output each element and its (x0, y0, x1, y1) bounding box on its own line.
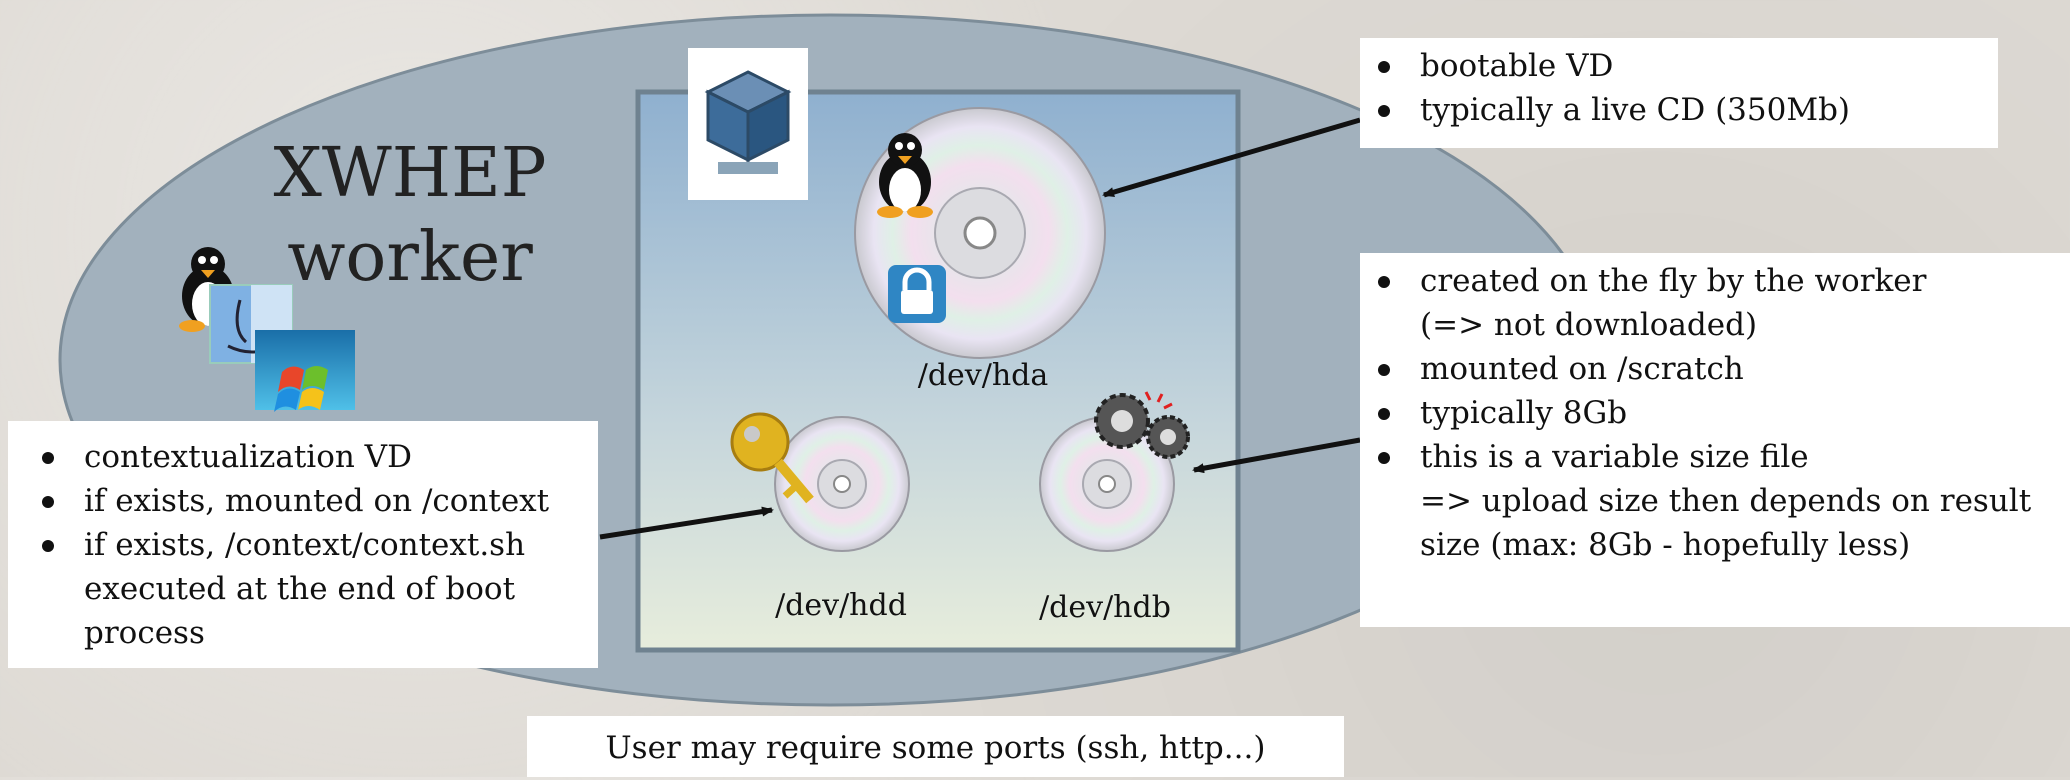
scratch-callout: created on the fly by the worker (=> not… (1360, 253, 2070, 627)
bullet-text: mounted on /scratch (1420, 351, 1744, 387)
list-item: if exists, mounted on /context (36, 479, 570, 523)
bullet-text: typically a live CD (350Mb) (1420, 92, 1851, 128)
bullet-text: this is a variable size file (1420, 439, 1809, 475)
cd-disk-icon (774, 416, 910, 552)
tux-icon (877, 133, 933, 218)
bullet-text: if exists, /context/context.sh (84, 527, 526, 563)
bullet-text: (=> not downloaded) (1420, 307, 1758, 343)
bullet-text: executed at the end of boot (84, 571, 516, 607)
disk-label-hdd: /dev/hdd (775, 588, 907, 623)
list-item: if exists, /context/context.sh executed … (36, 523, 570, 655)
list-item: bootable VD (1372, 44, 1986, 88)
lock-icon (888, 265, 946, 323)
worker-title: XWHEP (273, 134, 547, 213)
bullet-text: created on the fly by the worker (1420, 263, 1927, 299)
bullet-text: => upload size then depends on result (1420, 483, 2032, 519)
list-item: this is a variable size file => upload s… (1372, 435, 2058, 567)
list-item: contextualization VD (36, 435, 570, 479)
bullet-text: contextualization VD (84, 439, 412, 475)
key-icon (730, 412, 814, 504)
list-item: typically a live CD (350Mb) (1372, 88, 1986, 132)
ports-note: User may require some ports (ssh, http..… (527, 716, 1344, 777)
context-callout: contextualization VD if exists, mounted … (8, 421, 598, 668)
arrow-bootable-to-hda (1102, 117, 1361, 198)
bullet-text: process (84, 615, 205, 651)
windows-icon (255, 330, 355, 412)
disk-label-hdb: /dev/hdb (1039, 590, 1171, 625)
virtualbox-icon (688, 48, 808, 200)
arrow-scratch-to-hdb (1192, 437, 1361, 474)
bullet-text: if exists, mounted on /context (84, 483, 550, 519)
list-item: created on the fly by the worker (=> not… (1372, 259, 2058, 347)
list-item: typically 8Gb (1372, 391, 2058, 435)
arrow-context-to-hdd (599, 506, 774, 540)
bootable-callout: bootable VD typically a live CD (350Mb) (1360, 38, 1998, 148)
bullet-text: typically 8Gb (1420, 395, 1628, 431)
bullet-text: bootable VD (1420, 48, 1614, 84)
bullet-text: size (max: 8Gb - hopefully less) (1420, 527, 1911, 563)
gears-icon (1094, 391, 1190, 459)
worker-subtitle: worker (287, 218, 533, 297)
disk-label-hda: /dev/hda (917, 358, 1049, 393)
list-item: mounted on /scratch (1372, 347, 2058, 391)
